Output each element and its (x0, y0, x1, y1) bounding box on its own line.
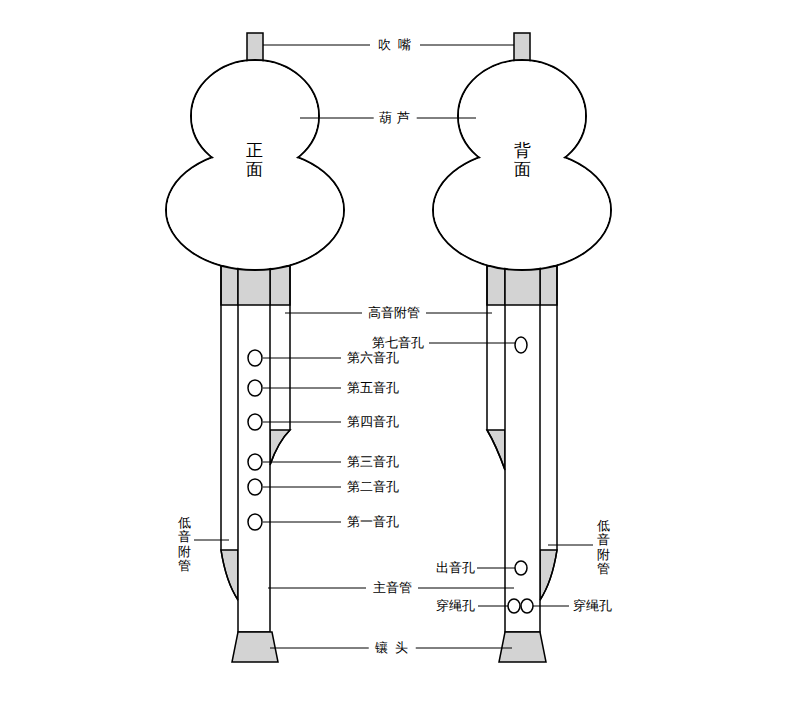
part-label: 第三音孔 (346, 454, 400, 470)
part-label: 镶头 (369, 640, 416, 656)
part-label: 第六音孔 (346, 350, 400, 366)
part-label: 主音管 (372, 580, 413, 596)
part-label: 吹嘴 (372, 37, 419, 53)
part-label: 第二音孔 (346, 479, 400, 495)
part-label: 葫芦 (374, 110, 417, 126)
part-label-vertical: 低音附管 (597, 519, 610, 576)
part-label: 第五音孔 (346, 380, 400, 396)
gourd-body: 背面 (427, 57, 617, 273)
part-label: 第四音孔 (346, 414, 400, 430)
part-label-vertical: 低音附管 (178, 516, 191, 573)
view-label: 正面 (246, 141, 263, 178)
gourd-body: 正面 (160, 57, 350, 273)
part-label: 穿绳孔 (572, 598, 613, 614)
part-label: 第七音孔 (371, 335, 425, 351)
part-label: 高音附管 (367, 305, 421, 321)
part-label: 穿绳孔 (435, 598, 476, 614)
part-label: 出音孔 (435, 560, 476, 576)
part-label: 第一音孔 (346, 514, 400, 530)
view-label: 背面 (514, 141, 531, 178)
